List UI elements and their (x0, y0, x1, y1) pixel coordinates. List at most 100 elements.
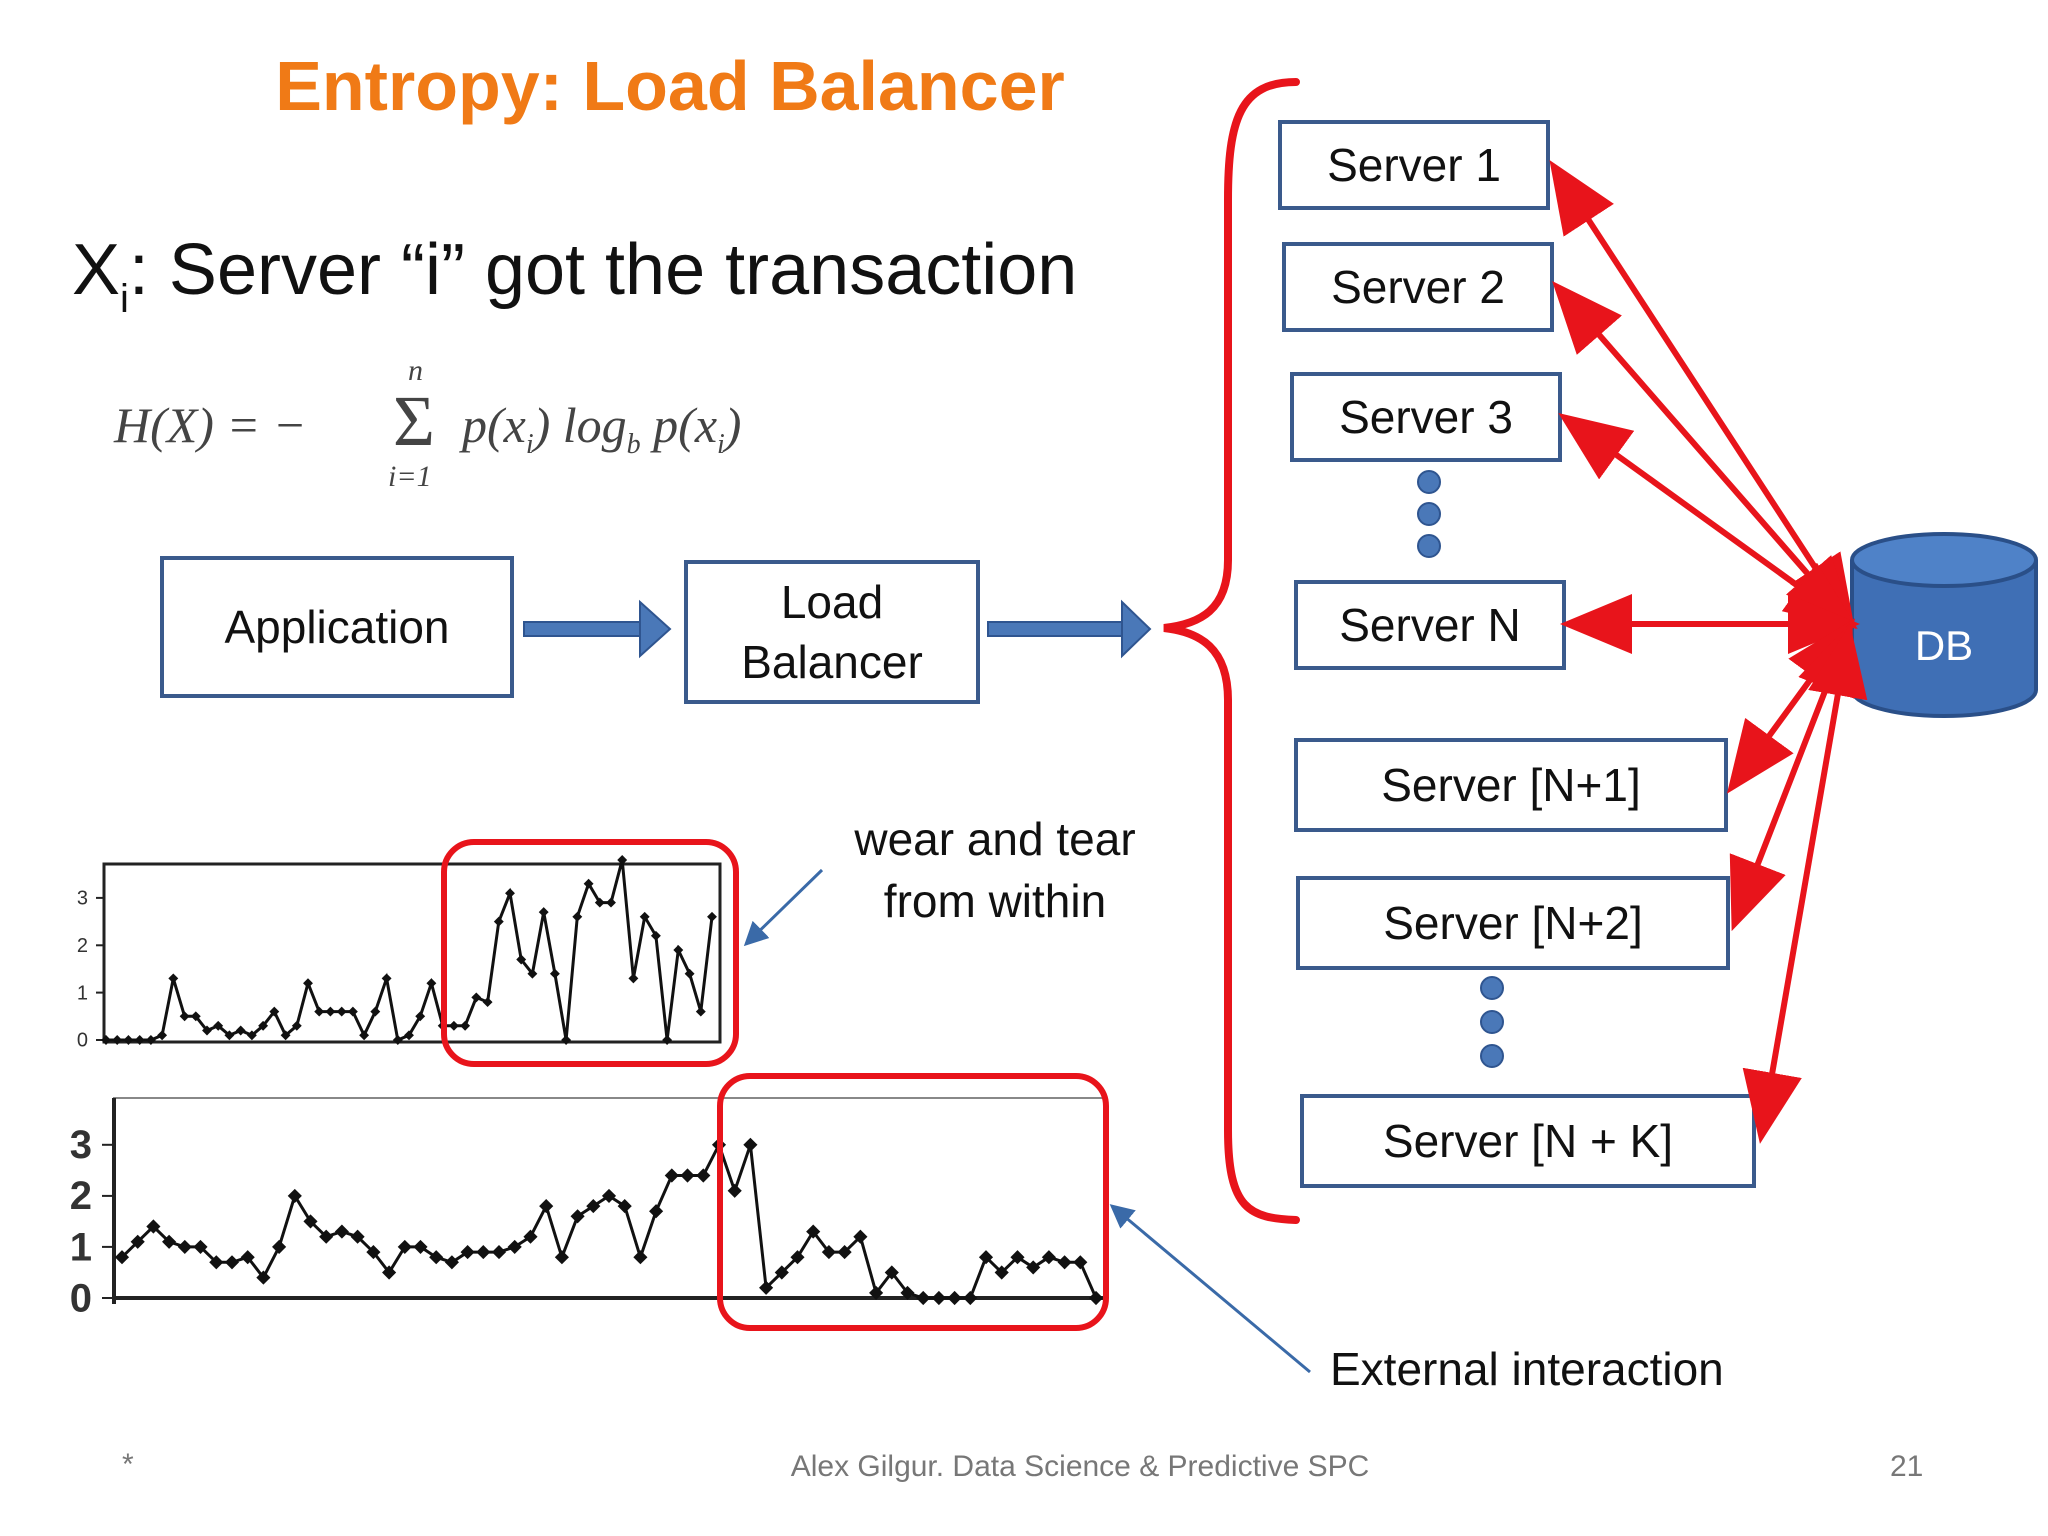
ellipsis-dot (1417, 470, 1441, 494)
data-point (413, 1239, 428, 1254)
data-point (258, 1020, 269, 1031)
server-label-n-plus-k: Server [N + K] (1382, 1115, 1674, 1167)
data-point (790, 1250, 805, 1265)
server-label-n: Server N (1339, 599, 1521, 651)
data-point (397, 1239, 412, 1254)
highlight-wear-region (441, 839, 739, 1067)
data-point (617, 1199, 632, 1214)
data-point (444, 1255, 459, 1270)
data-point (594, 897, 605, 908)
data-point (639, 911, 650, 922)
data-point (516, 954, 527, 965)
data-point (177, 1239, 192, 1254)
data-point (1010, 1250, 1025, 1265)
data-point (370, 1006, 381, 1017)
data-point (334, 1224, 349, 1239)
data-point (662, 1035, 673, 1045)
data-point (884, 1265, 899, 1280)
server-label-1: Server 1 (1327, 139, 1501, 191)
data-point (448, 1020, 459, 1031)
data-point (112, 1035, 123, 1045)
data-point (684, 968, 695, 979)
server-box-n-plus-k: Server [N + K] (1300, 1094, 1756, 1188)
data-point (392, 1035, 403, 1045)
data-point (931, 1290, 946, 1306)
data-point (507, 1239, 522, 1254)
data-point (350, 1229, 365, 1244)
data-point (429, 1250, 444, 1265)
data-point (633, 1250, 648, 1265)
callout-arrow-wear (743, 868, 824, 947)
entropy-formula: H(X) = − Σ n i=1 p(xi) logb p(xi) (110, 354, 870, 500)
data-point (224, 1030, 235, 1041)
arrow-lb-to-servers (987, 599, 1152, 659)
data-point (130, 1234, 145, 1249)
data-point (272, 1239, 287, 1254)
link-server-n-plus-2 (1729, 620, 1855, 932)
data-point (650, 930, 661, 941)
data-point (994, 1265, 1009, 1280)
data-point (649, 1204, 664, 1219)
data-point (601, 1188, 617, 1203)
data-point (523, 1229, 538, 1244)
y-tick-label: 3 (77, 888, 88, 910)
slide-title: Entropy: Load Balancer (275, 47, 1065, 125)
data-point (538, 907, 549, 918)
data-point (743, 1137, 758, 1152)
data-point (774, 1265, 789, 1280)
series-points (101, 855, 717, 1045)
data-point (759, 1280, 774, 1295)
data-point (460, 1245, 475, 1260)
y-tick-label: 2 (77, 935, 88, 957)
link-server-n-plus-1 (1726, 618, 1856, 794)
load-balancer-label-1: Load (780, 576, 884, 628)
data-point (476, 1245, 491, 1260)
sum-lower: i=1 (388, 460, 432, 493)
data-point (359, 1030, 370, 1041)
application-label: Application (224, 601, 450, 653)
callout-arrow-external (1109, 1204, 1311, 1374)
series-line (120, 1140, 1098, 1300)
data-point (695, 1006, 706, 1017)
data-point (1088, 1290, 1104, 1306)
server-box-1: Server 1 (1278, 120, 1550, 210)
data-point (145, 1035, 156, 1045)
data-point (482, 997, 493, 1008)
data-point (224, 1255, 240, 1270)
data-point (291, 1020, 302, 1031)
data-point (493, 916, 504, 927)
data-point (853, 1229, 868, 1244)
data-point (336, 1006, 347, 1017)
data-point (606, 897, 616, 908)
data-point (707, 911, 717, 922)
data-point (837, 1245, 852, 1260)
server-box-3: Server 3 (1290, 372, 1562, 462)
data-point (583, 878, 594, 889)
data-point (1026, 1260, 1041, 1275)
heading-subscript: i (120, 277, 129, 321)
data-point (673, 945, 684, 955)
data-point (491, 1245, 507, 1260)
data-point (680, 1168, 695, 1183)
data-point (114, 1250, 130, 1265)
server-label-n-plus-1: Server [N+1] (1381, 759, 1641, 811)
highlight-external-region (717, 1073, 1109, 1331)
sum-sign: Σ (393, 381, 435, 461)
data-point (190, 1011, 201, 1022)
data-point (628, 973, 639, 984)
link-server-1 (1549, 159, 1855, 629)
heading: Xi: Server “i” got the transaction (72, 225, 1077, 344)
data-point (1073, 1255, 1088, 1270)
data-point (381, 973, 392, 984)
data-point (561, 1035, 572, 1045)
data-point (123, 1035, 134, 1045)
data-point (134, 1035, 145, 1045)
data-point (303, 978, 313, 989)
server-label-n-plus-2: Server [N+2] (1383, 897, 1643, 949)
data-point (963, 1290, 978, 1306)
ellipsis-dot (1480, 1010, 1504, 1034)
